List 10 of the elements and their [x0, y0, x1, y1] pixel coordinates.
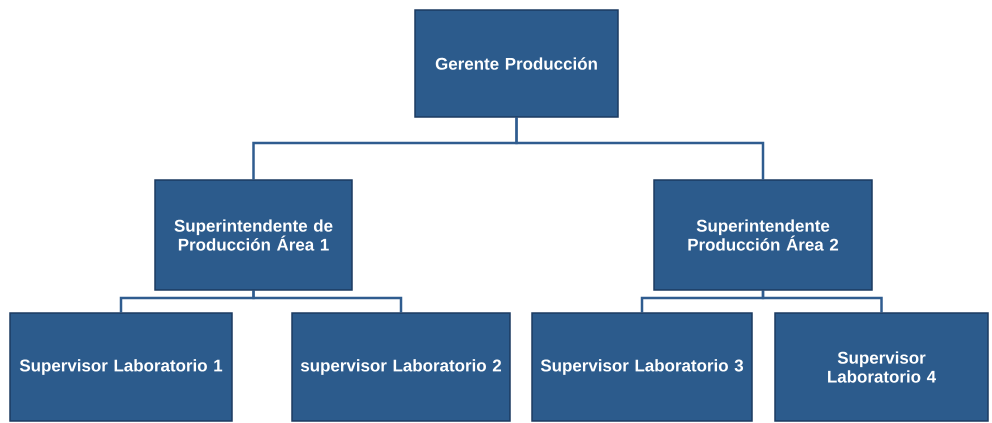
org-box: Gerente Producción	[414, 9, 619, 118]
org-box: Supervisor Laboratorio 4	[774, 312, 989, 422]
org-box: supervisor Laboratorio 2	[291, 312, 511, 422]
connector-line	[252, 290, 402, 312]
org-box: Supervisor Laboratorio 1	[9, 312, 233, 422]
org-box: Superintendente de Producción Área 1	[154, 179, 353, 291]
org-box: Superintendente Producción Área 2	[653, 179, 873, 291]
connector-line	[762, 290, 883, 312]
connector-line	[515, 118, 764, 180]
org-box: Supervisor Laboratorio 3	[531, 312, 753, 422]
